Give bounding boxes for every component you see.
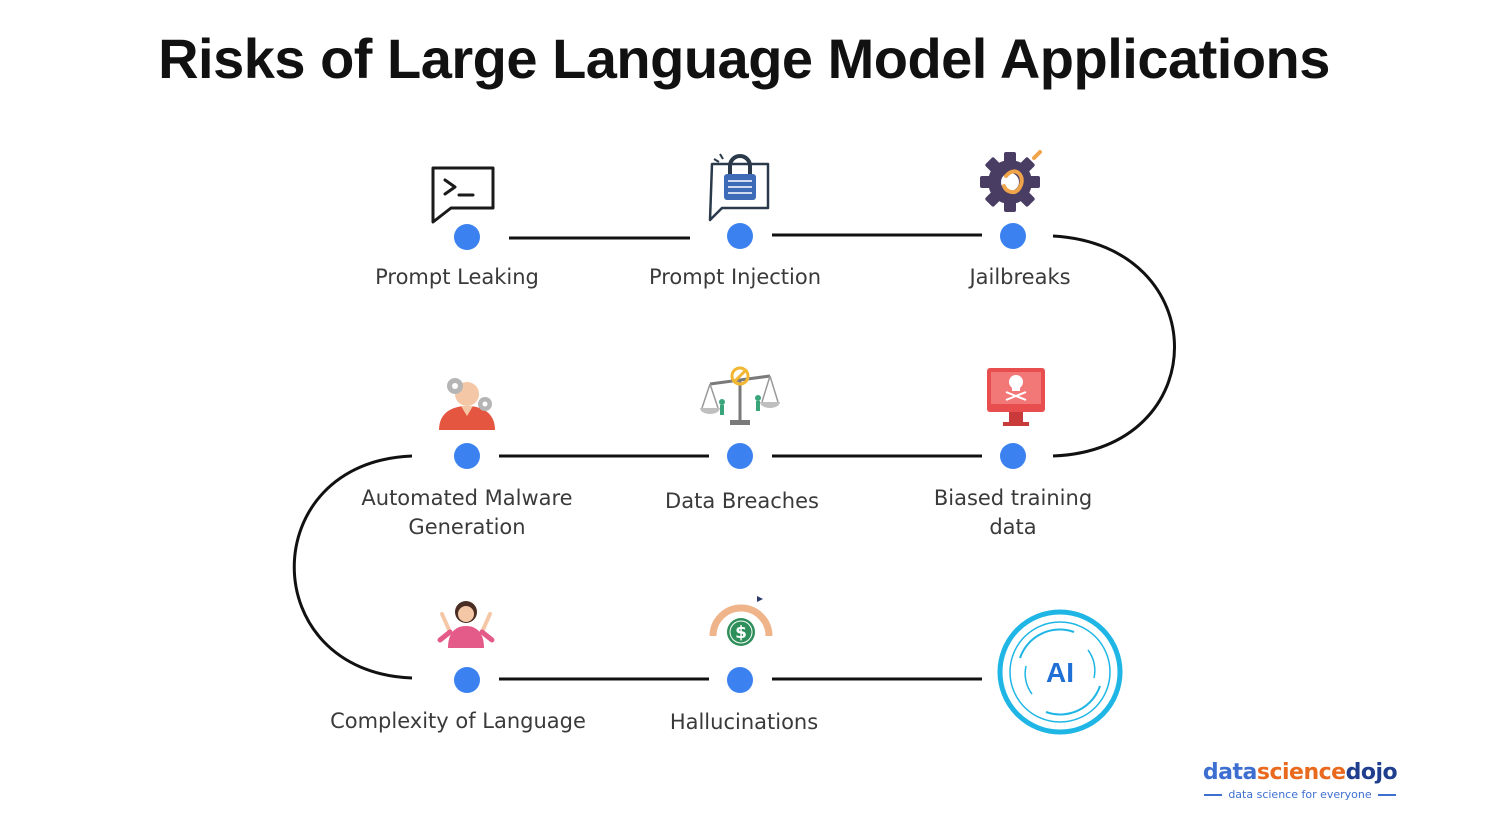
node-dot-jailbreaks xyxy=(1000,223,1026,249)
logo-wordmark: datasciencedojo xyxy=(1190,758,1410,788)
node-dots xyxy=(454,223,1026,693)
label-biased-training-data: Biased training data xyxy=(903,484,1123,542)
logo-part-dojo: dojo xyxy=(1345,760,1398,785)
node-dot-complexity-of-language xyxy=(454,667,480,693)
dollar-gauge-icon: $ xyxy=(709,596,773,646)
node-dot-biased-training-data xyxy=(1000,443,1026,469)
label-jailbreaks: Jailbreaks xyxy=(969,265,1071,289)
label-malware-line-1: Automated Malware xyxy=(361,486,573,510)
label-prompt-injection: Prompt Injection xyxy=(648,265,822,289)
connectors xyxy=(292,233,1176,681)
label-malware-line-2: Generation xyxy=(408,515,526,539)
ai-circle-icon: AI xyxy=(997,609,1123,735)
label-complexity-of-language: Complexity of Language xyxy=(330,709,586,733)
scales-icon xyxy=(700,366,780,425)
node-dot-prompt-injection xyxy=(727,223,753,249)
person-gears-icon xyxy=(439,378,495,430)
connector-6-7-curve xyxy=(292,454,413,680)
node-dot-data-breaches xyxy=(727,443,753,469)
label-prompt-leaking: Prompt Leaking xyxy=(375,265,539,289)
node-dot-hallucinations xyxy=(727,667,753,693)
logo-tagline-row: data science for everyone xyxy=(1190,788,1410,802)
logo-tagline: data science for everyone xyxy=(1228,788,1372,801)
svg-text:$: $ xyxy=(735,623,747,643)
brand-logo: datasciencedojo data science for everyon… xyxy=(1190,758,1410,802)
woman-confused-icon xyxy=(437,601,495,648)
page-title: Risks of Large Language Model Applicatio… xyxy=(158,27,1330,90)
label-hallucinations: Hallucinations xyxy=(669,710,819,734)
monitor-skull-icon xyxy=(987,368,1045,426)
node-dot-prompt-leaking xyxy=(454,224,480,250)
logo-part-science: science xyxy=(1256,760,1346,785)
label-biased-line-1: Biased training xyxy=(933,486,1093,510)
terminal-chat-icon xyxy=(431,166,495,224)
connector-3-4-curve xyxy=(1052,234,1176,458)
node-dot-automated-malware xyxy=(454,443,480,469)
gear-icon xyxy=(980,150,1042,212)
label-biased-line-2: data xyxy=(989,515,1037,539)
logo-part-data: data xyxy=(1202,760,1257,785)
ai-badge-text: AI xyxy=(1046,657,1074,688)
tagline-dash-left xyxy=(1204,794,1223,796)
label-data-breaches: Data Breaches xyxy=(665,489,819,513)
tagline-dash-right xyxy=(1377,794,1396,796)
label-automated-malware: Automated Malware Generation xyxy=(337,484,597,542)
lock-chat-icon xyxy=(708,153,770,222)
